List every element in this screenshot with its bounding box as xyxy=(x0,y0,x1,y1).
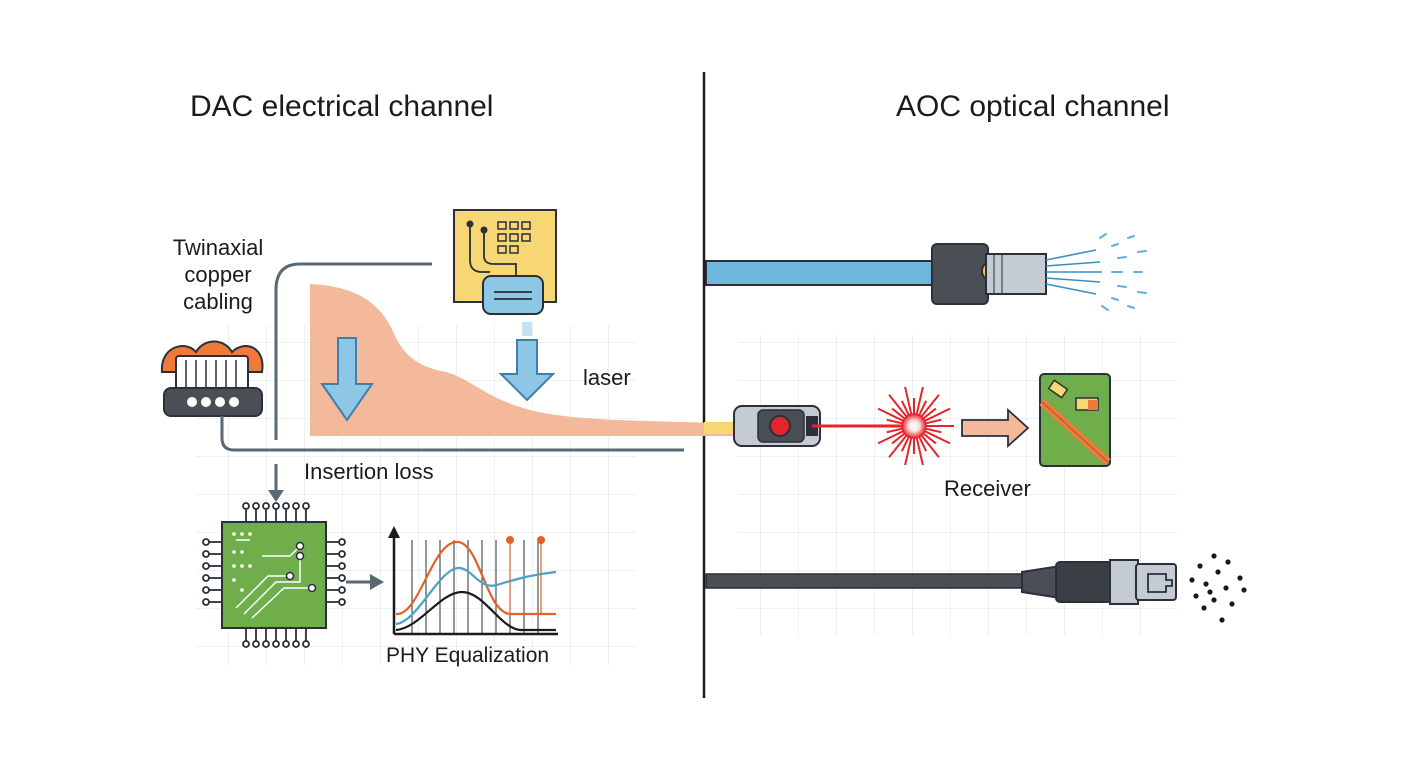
laser-ray xyxy=(922,407,937,420)
loss-arrow-right-icon xyxy=(498,339,556,402)
laser-ray xyxy=(900,400,910,416)
fiber-cable-icon xyxy=(705,233,1147,311)
insertion-loss-label: Insertion loss xyxy=(304,459,434,484)
right-panel-title: AOC optical channel xyxy=(896,90,1170,123)
channel-baseline xyxy=(220,416,684,452)
laser-ray xyxy=(915,437,924,466)
laser-ray xyxy=(904,437,913,466)
phy-chip-icon xyxy=(202,502,346,648)
laser-ray xyxy=(920,394,940,418)
laser-ray xyxy=(924,430,951,445)
laser-ray xyxy=(922,432,937,445)
laser-label: laser xyxy=(583,365,631,390)
phy-equalization-label: PHY Equalization xyxy=(386,644,550,667)
laser-ray xyxy=(924,407,951,422)
receiver-board-icon xyxy=(1039,373,1111,467)
channel-outline xyxy=(274,262,432,440)
laser-burst-icon xyxy=(874,386,954,466)
laser-ray xyxy=(886,418,903,425)
laser-ray xyxy=(891,407,906,420)
twinax-label: Twinaxial copper cabling xyxy=(172,235,264,314)
pcb-board-icon xyxy=(453,209,557,315)
laser-ray xyxy=(891,432,906,445)
laser-ray xyxy=(925,418,942,425)
laser-ray xyxy=(877,407,904,422)
signal-dots xyxy=(1189,553,1247,623)
optical-connector-icon xyxy=(704,405,821,447)
signal-arrow-icon xyxy=(961,407,1030,449)
laser-ray xyxy=(918,436,928,452)
laser-ray xyxy=(918,400,928,416)
laser-ray xyxy=(877,430,904,445)
laser-ray xyxy=(904,386,913,415)
twinax-connector-icon xyxy=(160,340,264,417)
insertion-loss-curve xyxy=(310,284,735,436)
left-panel-title: DAC electrical channel xyxy=(190,90,494,123)
laser-ray xyxy=(900,436,910,452)
laser-ray xyxy=(886,427,903,434)
receiver-label: Receiver xyxy=(944,476,1031,501)
laser-ray xyxy=(920,434,940,458)
laser-ray xyxy=(915,386,924,415)
laser-ray xyxy=(925,427,942,434)
eq-graph-icon xyxy=(388,526,558,636)
copper-cable-icon xyxy=(705,559,1177,605)
loss-arrow-left-icon xyxy=(320,337,374,422)
laser-ray xyxy=(888,434,908,458)
laser-ray xyxy=(888,394,908,418)
